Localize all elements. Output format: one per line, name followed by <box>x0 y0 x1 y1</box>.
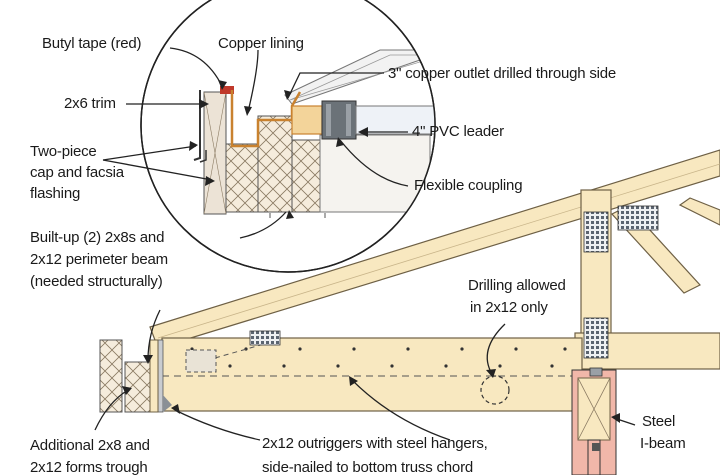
label-2x6-trim: 2x6 trim <box>64 95 116 112</box>
butyl-tape <box>220 86 234 94</box>
soffit-vent <box>249 330 281 346</box>
label-drilling-1: Drilling allowed <box>468 277 566 294</box>
label-copper-lining: Copper lining <box>218 35 304 52</box>
label-pvc-leader: 4" PVC leader <box>412 123 504 140</box>
label-additional-2: 2x12 forms trough <box>30 459 148 475</box>
nail-pattern <box>190 347 567 368</box>
label-additional-1: Additional 2x8 and <box>30 437 150 454</box>
label-outriggers-1: 2x12 outriggers with steel hangers, <box>262 435 488 452</box>
outlet-box <box>185 349 217 373</box>
label-perimeter-beam-2: 2x12 perimeter beam <box>30 251 168 268</box>
label-cap-flashing-2: cap and facsia <box>30 164 124 181</box>
arrow-heads <box>122 80 620 423</box>
label-copper-outlet: 3" copper outlet drilled through side <box>388 65 617 82</box>
label-perimeter-beam-1: Built-up (2) 2x8s and <box>30 229 165 246</box>
label-drilling-2: in 2x12 only <box>470 299 548 316</box>
label-cap-flashing-3: flashing <box>30 185 81 202</box>
trough-board <box>99 339 123 413</box>
vent <box>583 317 609 359</box>
copper-outlet <box>291 105 323 135</box>
label-steel-2: I-beam <box>640 435 686 452</box>
label-steel-1: Steel <box>642 413 676 430</box>
drilling-zone <box>480 375 510 405</box>
label-perimeter-beam-3: (needed structurally) <box>30 273 163 290</box>
label-cap-flashing-1: Two-piece <box>30 143 97 160</box>
label-outriggers-2: side-nailed to bottom truss chord <box>262 459 474 475</box>
vent <box>617 205 659 231</box>
pvc-leader <box>355 105 435 135</box>
label-flexible-coupling: Flexible coupling <box>414 177 523 194</box>
outrigger-2x12 <box>161 337 583 412</box>
truss-web <box>678 197 720 226</box>
leader-lines <box>94 47 636 441</box>
label-butyl-tape: Butyl tape (red) <box>42 35 142 52</box>
ridge-vent <box>583 211 609 253</box>
